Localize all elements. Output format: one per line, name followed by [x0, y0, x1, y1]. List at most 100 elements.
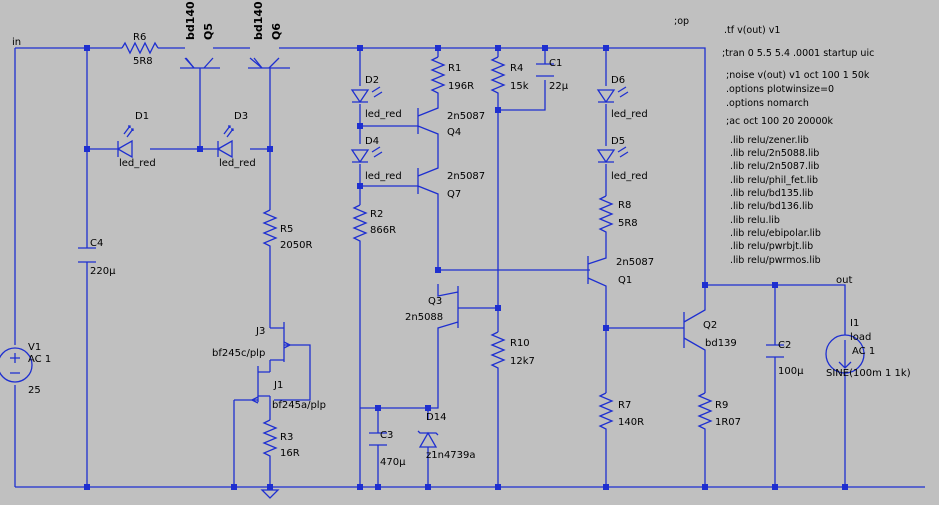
q3-value: 2n5088	[405, 312, 443, 323]
r7-resistor-symbol	[598, 392, 614, 433]
q3-ref: Q3	[428, 296, 442, 307]
directive-lib-relu: .lib relu.lib	[730, 215, 780, 226]
directive-lib-zener: .lib relu/zener.lib	[730, 135, 809, 146]
j3-value: bf245c/plp	[212, 348, 265, 359]
v1-value: 25	[28, 385, 41, 396]
q7-value: 2n5087	[447, 171, 485, 182]
d3-value: led_red	[219, 158, 256, 169]
directive-op: ;op	[674, 16, 689, 27]
directive-lib-pwrmos: .lib relu/pwrmos.lib	[730, 255, 821, 266]
d1-led-symbol	[116, 125, 134, 159]
r5-resistor-symbol	[262, 209, 278, 256]
r9-value: 1R07	[715, 417, 741, 428]
ground-icon	[260, 489, 280, 499]
r8-value: 5R8	[618, 218, 638, 229]
r8-ref: R8	[618, 200, 631, 211]
r2-resistor-symbol	[352, 204, 368, 246]
d3-led-symbol	[216, 125, 234, 159]
c4-value: 220µ	[90, 266, 116, 277]
d6-value: led_red	[611, 109, 648, 120]
j3-jfet-symbol	[283, 341, 291, 349]
q7-ref: Q7	[447, 189, 461, 200]
d14-zener-symbol	[417, 430, 439, 448]
d2-value: led_red	[365, 109, 402, 120]
net-out-label: out	[836, 275, 852, 286]
c2-capacitor-symbol	[766, 344, 784, 358]
d5-value: led_red	[611, 171, 648, 182]
d4-value: led_red	[365, 171, 402, 182]
d6-led-symbol	[596, 86, 629, 104]
d3-ref: D3	[234, 111, 248, 122]
r8-resistor-symbol	[598, 195, 614, 238]
d2-ref: D2	[365, 75, 379, 86]
net-in-label: in	[12, 37, 21, 48]
r2-value: 866R	[370, 225, 396, 236]
d4-ref: D4	[365, 136, 379, 147]
d5-led-symbol	[596, 146, 629, 164]
r5-ref: R5	[280, 224, 293, 235]
r2-ref: R2	[370, 209, 383, 220]
c2-ref: C2	[778, 340, 791, 351]
directive-lib-pwrbjt: .lib relu/pwrbjt.lib	[730, 241, 813, 252]
r10-ref: R10	[510, 338, 530, 349]
r9-ref: R9	[715, 400, 728, 411]
c3-ref: C3	[380, 430, 393, 441]
r6-resistor-symbol	[121, 41, 159, 55]
i1-current-source-symbol	[825, 334, 865, 374]
c1-capacitor-symbol	[536, 63, 554, 77]
v1-type: AC 1	[28, 354, 51, 365]
directive-ac: ;ac oct 100 20 20000k	[726, 116, 834, 127]
q6-transistor-symbol	[248, 57, 290, 69]
r6-ref: R6	[133, 32, 146, 43]
r10-value: 12k7	[510, 356, 535, 367]
d14-ref: D14	[426, 412, 446, 423]
junctions	[84, 45, 848, 490]
j1-ref: J1	[273, 380, 283, 391]
directive-plotwinsize: .options plotwinsize=0	[726, 84, 834, 95]
r10-resistor-symbol	[490, 331, 506, 374]
q5-ref: Q5	[202, 23, 215, 40]
directive-lib-2n5088: .lib relu/2n5088.lib	[730, 148, 819, 159]
directive-tf: .tf v(out) v1	[724, 25, 780, 36]
q4-ref: Q4	[447, 127, 461, 138]
r1-ref: R1	[448, 63, 461, 74]
directive-lib-phil-fet: .lib relu/phil_fet.lib	[730, 175, 818, 186]
r4-ref: R4	[510, 63, 523, 74]
q2-value: bd139	[705, 338, 737, 349]
q5-value: bd140	[184, 1, 197, 40]
d5-ref: D5	[611, 136, 625, 147]
q4-value: 2n5087	[447, 111, 485, 122]
j1-value: bf245a/plp	[272, 400, 326, 411]
i1-type: load	[850, 332, 871, 343]
d2-led-symbol	[350, 86, 383, 104]
c4-capacitor-symbol	[78, 247, 96, 263]
directive-tran: ;tran 0 5.5 5.4 .0001 startup uic	[722, 48, 874, 59]
i1-value: SINE(100m 1 1k)	[826, 368, 911, 379]
directive-lib-2n5087: .lib relu/2n5087.lib	[730, 161, 819, 172]
j3-ref: J3	[255, 326, 265, 337]
c1-ref: C1	[549, 58, 562, 69]
v1-source-symbol	[0, 347, 33, 383]
j1-jfet-symbol	[251, 396, 259, 404]
d14-value: z1n4739a	[426, 450, 476, 461]
v1-ref: V1	[28, 342, 41, 353]
r7-ref: R7	[618, 400, 631, 411]
r3-ref: R3	[280, 432, 293, 443]
q1-ref: Q1	[618, 275, 632, 286]
c1-value: 22µ	[549, 81, 569, 92]
directive-nomarch: .options nomarch	[726, 98, 809, 109]
c2-value: 100µ	[778, 366, 804, 377]
r1-value: 196R	[448, 81, 474, 92]
r7-value: 140R	[618, 417, 644, 428]
r3-resistor-symbol	[262, 419, 278, 462]
directive-lib-bd135: .lib relu/bd135.lib	[730, 188, 813, 199]
q2-ref: Q2	[703, 320, 717, 331]
q6-value: bd140	[252, 1, 265, 40]
r9-resistor-symbol	[697, 392, 713, 433]
q5-transistor-symbol	[180, 57, 220, 69]
c3-value: 470µ	[380, 457, 406, 468]
directive-lib-bd136: .lib relu/bd136.lib	[730, 201, 813, 212]
r4-resistor-symbol	[490, 56, 506, 98]
